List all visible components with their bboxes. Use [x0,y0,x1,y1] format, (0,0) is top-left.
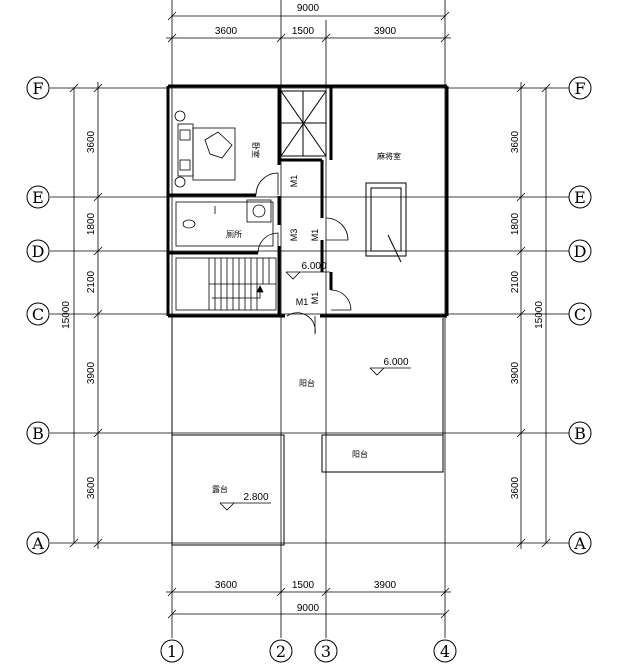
bottom-dimensions [166,587,451,619]
axis-label-left-b: B [32,424,44,443]
dim-bottom-seg-3: 3900 [374,580,397,591]
room-label-mahjong: 麻将室 [377,151,401,161]
axis-label-right-d: D [574,242,587,261]
walls [166,84,449,318]
axis-label-bottom-3: 3 [321,642,331,661]
room-label-bathroom: 厕所 [226,229,242,239]
door-label-m1-right: M1 [310,292,320,305]
dim-left-seg-1: 3600 [86,130,97,153]
thin-outlines [171,90,444,546]
dim-left-seg-5: 3600 [86,476,97,499]
door-label-m1-stair: M1 [296,297,309,307]
door-label-m1-mid: M1 [310,229,320,242]
axis-label-left-f: F [32,79,43,98]
dim-right-seg-4: 3900 [510,361,521,384]
doors [255,172,352,335]
axis-label-right-a: A [573,534,586,553]
axis-bubbles-left [26,76,50,555]
axis-bubbles-right [568,76,592,555]
bed [174,110,236,188]
door-label-m1-top: M1 [289,175,299,188]
door-label-m3: M3 [289,229,299,242]
dim-right-seg-1: 3600 [510,130,521,153]
room-label-bedroom: 卧室 [251,142,261,158]
axis-label-right-e: E [574,188,586,207]
level-terrace: 2.800 [243,492,268,503]
bathroom-fixtures [175,199,274,247]
dim-right-seg-2: 1800 [510,212,521,235]
axis-label-right-f: F [574,79,585,98]
axis-label-left-c: C [32,305,44,324]
axis-bubbles-bottom [160,639,457,663]
axis-label-right-b: B [574,424,586,443]
level-stair-landing: 6.000 [301,261,326,272]
dim-top-total: 9000 [297,3,320,14]
dim-top-seg-3: 3900 [374,26,397,37]
left-dimensions [69,82,103,549]
room-label-balcony-main: 阳台 [299,378,315,388]
dim-bottom-seg-2: 1500 [292,580,315,591]
axis-label-left-a: A [31,534,44,553]
axis-label-bottom-2: 2 [276,642,286,661]
axis-label-left-e: E [32,188,44,207]
axis-label-bottom-4: 4 [440,642,450,661]
right-dimensions [516,82,551,549]
axis-label-right-c: C [574,305,586,324]
axis-label-bottom-1: 1 [167,642,177,661]
dim-top-seg-1: 3600 [215,26,238,37]
dim-right-seg-5: 3600 [510,476,521,499]
dim-left-seg-3: 2100 [86,270,97,293]
level-markers [219,271,411,511]
axis-label-left-d: D [32,242,45,261]
dim-right-total: 15000 [534,301,545,329]
dim-left-total: 15000 [61,301,72,329]
room-label-terrace: 露台 [212,484,228,494]
staircase [175,257,277,311]
level-balcony: 6.000 [383,357,408,368]
top-dimensions [166,11,451,43]
dim-left-seg-4: 3900 [86,361,97,384]
dim-top-seg-2: 1500 [292,26,315,37]
dim-bottom-total: 9000 [297,603,320,614]
axis-grid [50,0,569,638]
dim-left-seg-2: 1800 [86,212,97,235]
room-label-balcony-small: 阳台 [352,449,368,459]
dim-right-seg-3: 2100 [510,270,521,293]
dim-bottom-seg-1: 3600 [215,580,238,591]
